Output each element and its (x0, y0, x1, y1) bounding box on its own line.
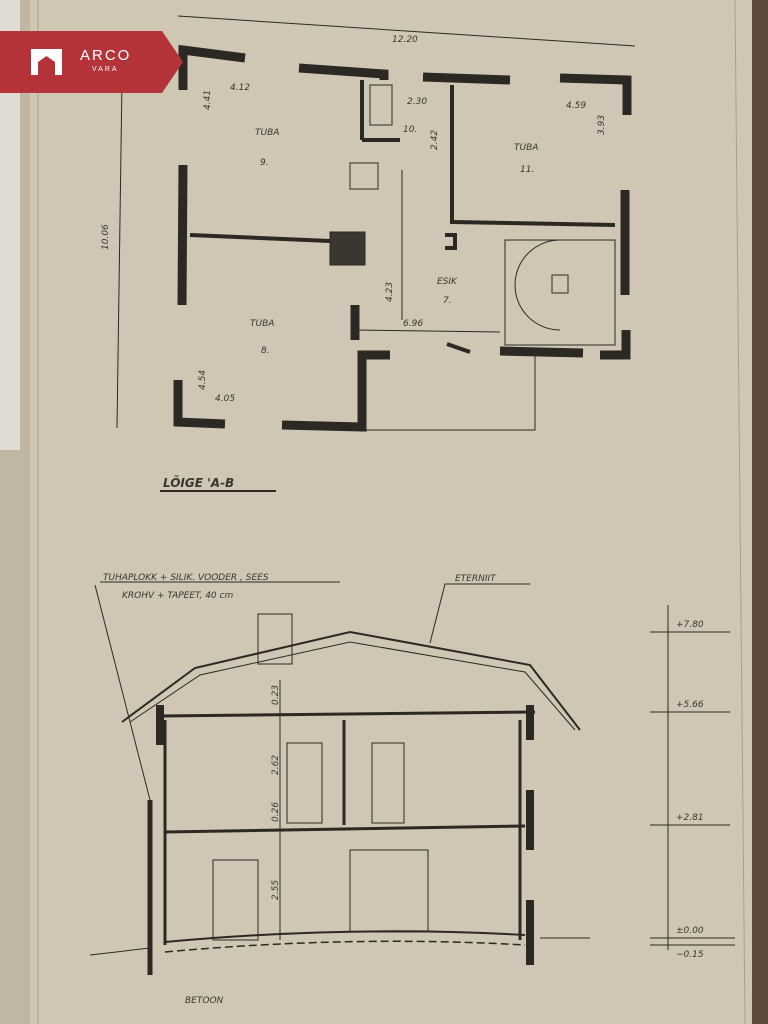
wall-note: KROHV + TAPEET, 40 cm (122, 591, 233, 601)
overall-depth: 10.06 (101, 224, 111, 250)
room-name: ESIK (437, 277, 458, 287)
height-dimension: 2.62 (271, 755, 281, 775)
room-number: 10. (403, 125, 417, 135)
room-number: 8. (261, 346, 270, 356)
section-title: LÕIGE 'A-B (160, 475, 276, 492)
brand-sub: VARA (92, 66, 119, 73)
room-name: TUBA (255, 128, 279, 138)
level-mark: +7.80 (676, 620, 704, 630)
level-mark: +2.81 (676, 813, 704, 823)
brand-name: ARCO (80, 47, 132, 64)
floor-plan (116, 15, 636, 432)
room-number: 7. (443, 296, 452, 306)
wall-note: TUHAPLOKK + SILIK. VOODER , SEES (103, 573, 269, 583)
height-dimension: 0.23 (271, 685, 281, 705)
room-dimension: 4.59 (566, 101, 586, 111)
room-name: TUBA (250, 319, 274, 329)
level-mark: −0.15 (676, 950, 704, 960)
room-number: 11. (520, 165, 534, 175)
roof-note: ETERNIIT (455, 574, 497, 584)
room-dimension: 4.23 (385, 282, 395, 302)
overall-width: 12.20 (392, 35, 418, 45)
height-dimension: 2.55 (271, 880, 281, 900)
section-drawing (89, 581, 735, 975)
level-mark: ±0.00 (676, 926, 704, 936)
height-dimension: 0.26 (271, 802, 281, 822)
room-dimension: 4.41 (203, 90, 213, 110)
level-mark: +5.66 (676, 700, 704, 710)
room-dimension: 4.05 (215, 394, 235, 404)
room-dimension: 3.93 (597, 115, 607, 135)
room-name: TUBA (514, 143, 538, 153)
section-labels: TUHAPLOKK + SILIK. VOODER , SEES KROHV +… (103, 573, 704, 1006)
plan-labels: 12.20 10.06 4.12 4.41 TUBA 9. 2.30 2.42 … (101, 35, 607, 404)
base-note: BETOON (185, 996, 224, 1006)
paper-sheet (0, 0, 752, 1024)
room-number: 9. (260, 158, 269, 168)
arco-vara-logo (0, 31, 183, 93)
room-dimension: 4.12 (230, 83, 250, 93)
room-dimension: 6.96 (403, 319, 423, 329)
room-dimension: 2.30 (407, 97, 427, 107)
section-title-text: LÕIGE 'A-B (163, 475, 234, 490)
room-dimension: 2.42 (430, 130, 440, 150)
room-dimension: 4.54 (198, 370, 208, 390)
